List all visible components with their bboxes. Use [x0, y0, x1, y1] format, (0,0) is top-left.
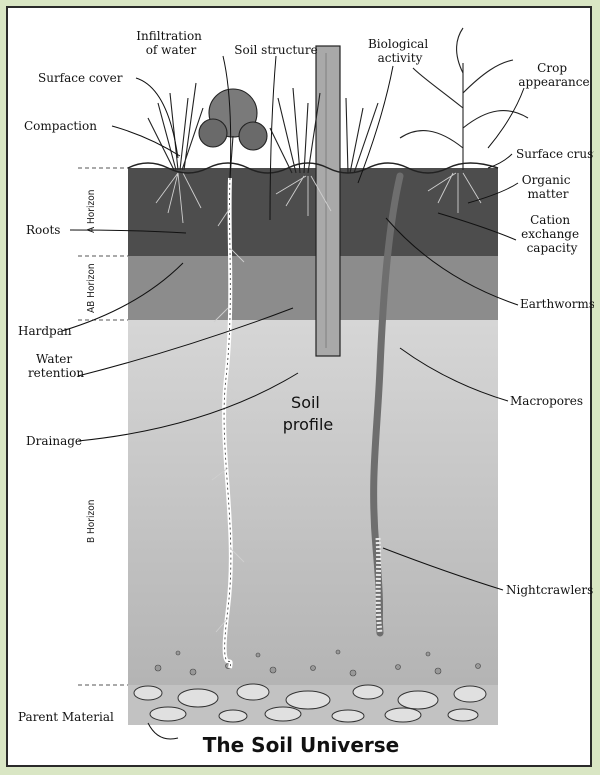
- label-nightcrawlers: Nightcrawlers: [506, 583, 593, 597]
- label-earthworms: Earthworms: [520, 297, 594, 311]
- fence-post: [316, 46, 340, 356]
- label-organic-matter: Organic matter: [522, 173, 575, 201]
- label-parent-material: Parent Material: [18, 710, 114, 724]
- soil-diagram: A Horizon AB Horizon B Horizon: [8, 8, 594, 769]
- diagram-title: The Soil Universe: [203, 733, 400, 757]
- label-surface-crust: Surface crust: [516, 147, 594, 161]
- label-cation-exchange: Cation exchange capacity: [521, 213, 583, 255]
- label-water-retention: Water retention: [28, 352, 84, 380]
- horizon-label-b: B Horizon: [86, 500, 97, 543]
- label-roots: Roots: [26, 223, 60, 237]
- ab-horizon-layer: [128, 256, 498, 320]
- label-hardpan: Hardpan: [18, 324, 72, 338]
- horizon-label-ab: AB Horizon: [86, 263, 97, 313]
- label-biological-activity: Biological activity: [368, 37, 432, 65]
- horizon-label-a: A Horizon: [86, 190, 97, 233]
- label-surface-cover: Surface cover: [38, 71, 123, 85]
- label-soil-structure: Soil structure: [234, 43, 318, 57]
- label-drainage: Drainage: [26, 434, 82, 448]
- label-macropores: Macropores: [510, 394, 583, 408]
- label-crop-appearance: Crop appearance: [518, 61, 589, 89]
- label-infiltration: Infiltration of water: [136, 29, 205, 57]
- diagram-frame: A Horizon AB Horizon B Horizon: [6, 6, 592, 767]
- label-compaction: Compaction: [24, 119, 97, 133]
